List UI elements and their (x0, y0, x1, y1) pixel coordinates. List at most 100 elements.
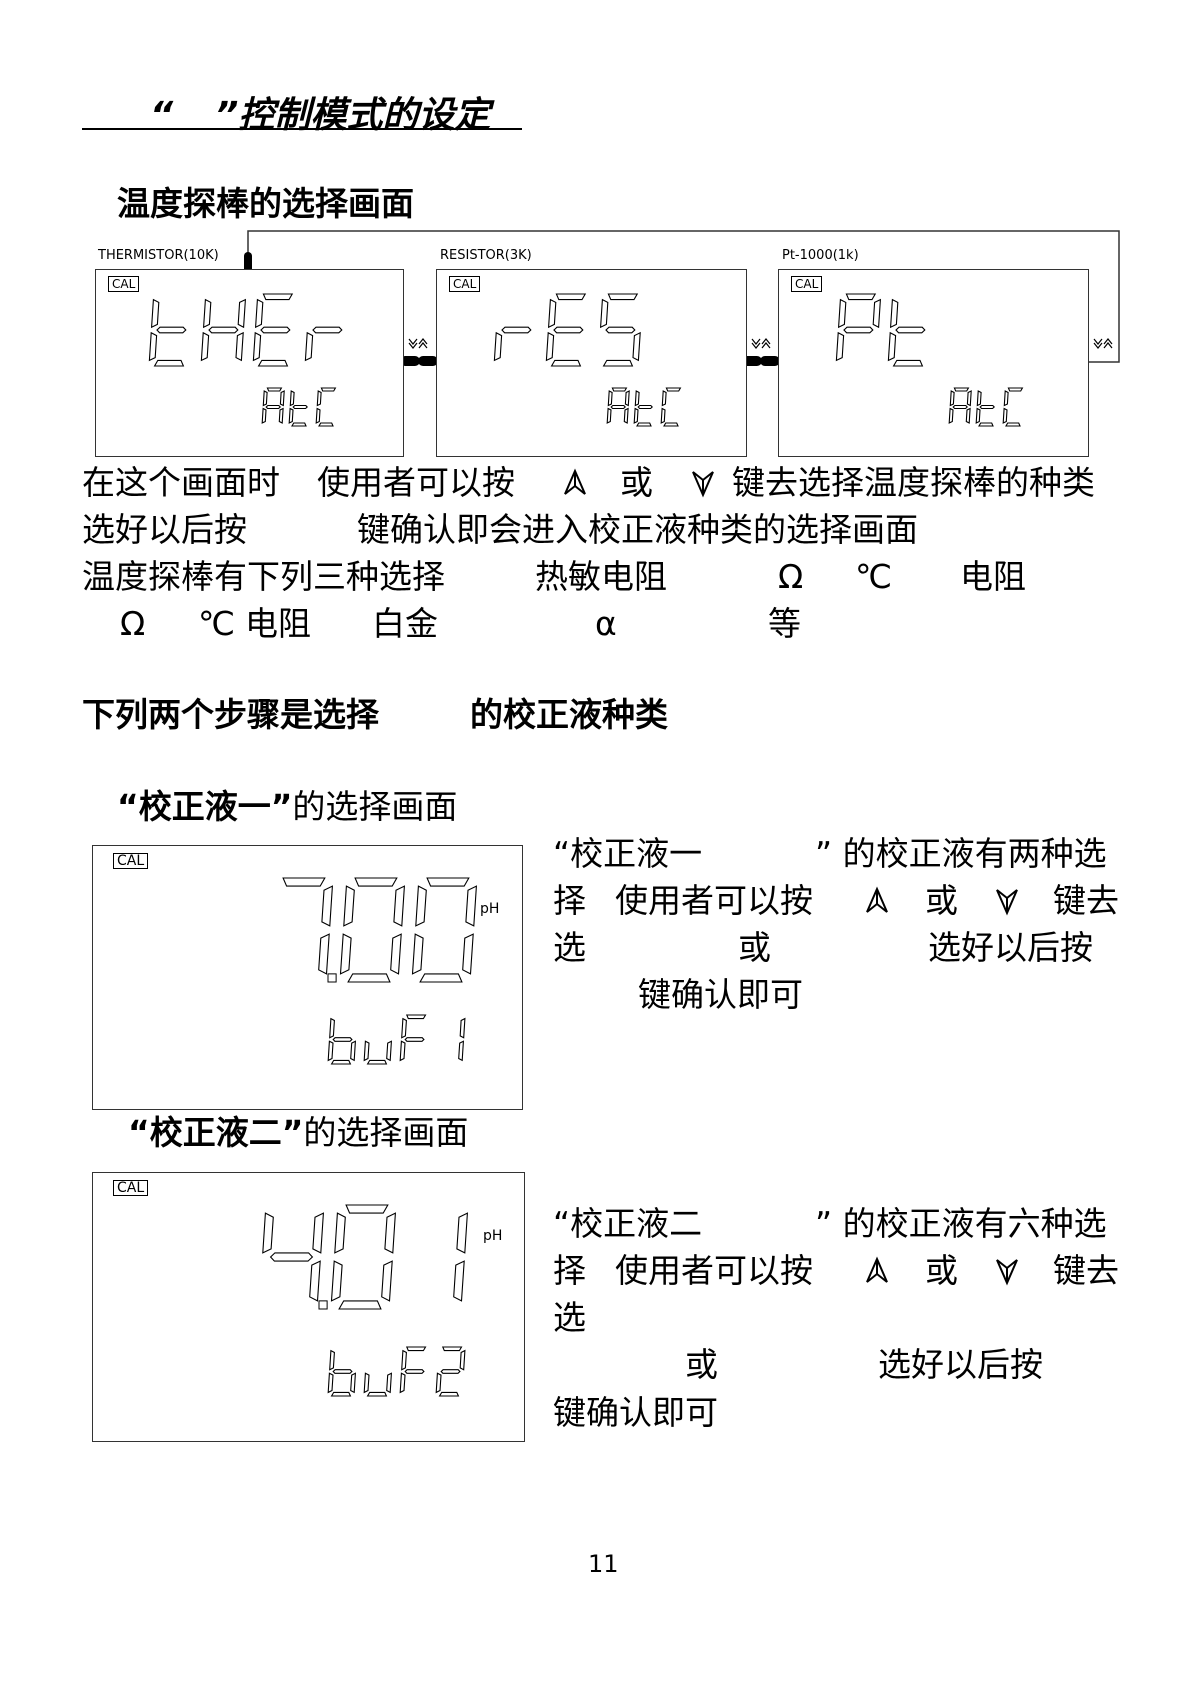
segment (330, 1391, 352, 1397)
segment (330, 1059, 352, 1065)
text: 或 (620, 463, 653, 502)
segment (401, 1349, 407, 1371)
buffer-heading-b: 的校正液种类 (470, 695, 668, 734)
title-underline (82, 128, 522, 130)
text: “校正液二 (553, 1204, 703, 1243)
segment (350, 1372, 357, 1394)
text: 在这个画面时 (82, 463, 280, 502)
segment (553, 326, 584, 334)
buffer1-caption: “校正液一”的选择画面 (117, 787, 457, 827)
lcd-char-S (599, 293, 641, 367)
segment (338, 1300, 382, 1310)
segment (1002, 407, 1008, 424)
segment (278, 407, 284, 424)
segment (384, 1212, 397, 1254)
segment (845, 293, 877, 301)
text: 使用者可以按 (615, 881, 813, 920)
segment (150, 298, 160, 329)
segment (605, 326, 636, 334)
text: 或 (738, 928, 771, 967)
segment (260, 326, 291, 334)
segment (411, 933, 424, 975)
ph-unit: pH (480, 901, 500, 917)
text: 择 (553, 881, 586, 920)
lcd-char-u (363, 1040, 393, 1065)
lcd-thermistor: CAL (95, 269, 404, 457)
down-key-icon (692, 471, 714, 498)
text: 键去选择温度探棒的种类 (732, 463, 1095, 502)
segment (1005, 422, 1021, 427)
segment (459, 1017, 466, 1039)
segment (390, 933, 402, 975)
segment (266, 387, 283, 392)
segment (493, 331, 503, 362)
segment (327, 1040, 334, 1062)
segment (235, 331, 244, 362)
caption-bold: “校正液二” (128, 1113, 304, 1152)
caption-rest: 的选择画面 (292, 787, 458, 826)
cal-badge: CAL (791, 276, 823, 292)
segment (606, 407, 612, 424)
lcd-char-2 (435, 1346, 466, 1397)
text: ℃ (198, 604, 236, 643)
text: 键去 (1053, 1251, 1119, 1290)
segment (289, 390, 295, 407)
segment (386, 1372, 393, 1394)
segment (269, 1252, 314, 1262)
segment (438, 1391, 460, 1397)
segment (837, 298, 847, 329)
segment (148, 331, 158, 362)
segment (366, 1391, 388, 1397)
segment (456, 1212, 469, 1254)
lcd-sub-text (327, 1346, 466, 1397)
lcd-sub-text (606, 387, 682, 427)
segment (156, 326, 187, 334)
segment (632, 331, 641, 362)
cycle-connector (244, 230, 1120, 366)
lcd-char-1 (458, 1017, 466, 1062)
segment (312, 326, 343, 334)
lcd-char-C (660, 387, 682, 427)
segment (843, 326, 874, 334)
cal-badge: CAL (449, 276, 481, 292)
segment (345, 1204, 389, 1214)
segment (334, 1212, 346, 1254)
segment (966, 390, 972, 407)
segment (426, 877, 470, 887)
segment (550, 359, 582, 367)
segment (415, 885, 427, 927)
text: 使用者可以按 (317, 463, 515, 502)
segment (332, 1369, 353, 1374)
segment (633, 407, 639, 424)
segment (636, 422, 652, 427)
lcd-sub-text (948, 387, 1024, 427)
segment (316, 390, 322, 407)
quote-close: ” (215, 95, 239, 136)
lcd-main-text (835, 293, 926, 367)
lcd-char-b (327, 1017, 357, 1065)
quote-open: “ (150, 95, 174, 136)
lcd-char-A (606, 387, 630, 424)
text: 白金 (372, 604, 438, 643)
segment (321, 885, 334, 927)
segment (979, 404, 995, 410)
up-key-icon (866, 886, 888, 913)
lcd-char-F (399, 1346, 427, 1394)
text: 择 (553, 1251, 586, 1290)
lcd-char-t (975, 390, 995, 427)
lcd-char-4 (262, 1212, 325, 1302)
segment (634, 390, 640, 407)
lcd-sub-text (261, 387, 337, 427)
text: 等 (768, 604, 801, 643)
cal-badge: CAL (108, 276, 140, 292)
segment (419, 973, 463, 983)
segment (610, 404, 626, 410)
lcd-char-t (148, 298, 187, 367)
segment (208, 326, 239, 334)
lcd-char-t (288, 390, 308, 427)
decimal-point (327, 973, 337, 983)
segment (279, 390, 285, 407)
segment (330, 1260, 343, 1302)
lcd-buffer1: CAL pH (92, 845, 523, 1110)
lcd-buffer2: CAL pH (92, 1172, 525, 1442)
